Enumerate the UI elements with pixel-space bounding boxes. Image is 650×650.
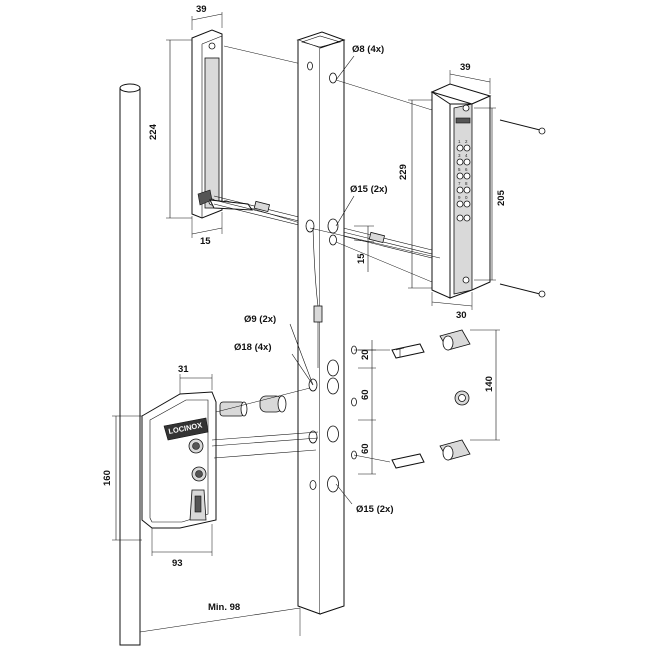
- dim-lock-height: 160: [102, 470, 113, 486]
- dim-front-spacing: 140: [484, 376, 495, 392]
- keypad-mounting-plate: [191, 29, 311, 227]
- key-label: 1: [458, 139, 461, 144]
- dim-keypad-depth: 30: [456, 310, 467, 321]
- key-label: 3: [458, 153, 461, 158]
- round-gate-post: [119, 83, 141, 646]
- label-d8: Ø8 (4x): [352, 44, 384, 55]
- dim-plate-width: 39: [196, 4, 207, 15]
- dim-rod-offset: 15: [356, 253, 367, 264]
- dim-rear-spacing-top: 20: [360, 349, 371, 360]
- label-d15-bottom: Ø15 (2x): [356, 504, 394, 515]
- dim-lock-width: 31: [178, 364, 189, 375]
- square-gate-post: [296, 31, 346, 615]
- dim-plate-depth: 15: [200, 236, 211, 247]
- post-holes: [305, 61, 357, 493]
- key-label: 9: [458, 195, 461, 200]
- dim-rear-spacing-mid1: 60: [360, 389, 371, 400]
- key-label: 5: [458, 167, 461, 172]
- key-label: 7: [458, 181, 461, 186]
- dim-min-gap: Min. 98: [208, 602, 240, 613]
- key-label: 2: [465, 139, 468, 144]
- label-d15-top: Ø15 (2x): [350, 184, 388, 195]
- key-label: 6: [465, 167, 468, 172]
- dim-keypad-height: 229: [398, 164, 409, 180]
- keypad-keys: 1 2 3 4 5 6 7 8 9 0: [456, 139, 471, 222]
- key-label: 8: [465, 181, 468, 186]
- dim-lock-depth: 93: [172, 558, 183, 569]
- keypad-screws: [499, 119, 546, 298]
- dimension-lines: [112, 12, 500, 640]
- leader-lines: [289, 55, 355, 505]
- key-label: 4: [465, 153, 468, 158]
- lock-body: LOCINOX: [141, 391, 217, 529]
- rear-fasteners: [353, 329, 471, 469]
- dimension-labels: 39 224 15 39 229 205 30 15 20 60 60 140 …: [102, 4, 507, 613]
- dim-plate-height: 224: [148, 123, 159, 140]
- label-d9: Ø9 (2x): [244, 314, 276, 325]
- hole-labels: Ø8 (4x) Ø15 (2x) Ø9 (2x) Ø18 (4x) Ø15 (2…: [234, 44, 394, 515]
- dim-keypad-hole-spacing: 205: [496, 189, 507, 206]
- inner-cable: [312, 227, 323, 368]
- dim-keypad-width: 39: [460, 62, 471, 73]
- keypad-unit: 1 2 3 4 5 6 7 8 9 0: [430, 83, 492, 299]
- key-label: 0: [465, 195, 468, 200]
- label-d18: Ø18 (4x): [234, 342, 272, 353]
- dim-rear-spacing-mid2: 60: [360, 443, 371, 454]
- lock-hardware: [211, 387, 319, 459]
